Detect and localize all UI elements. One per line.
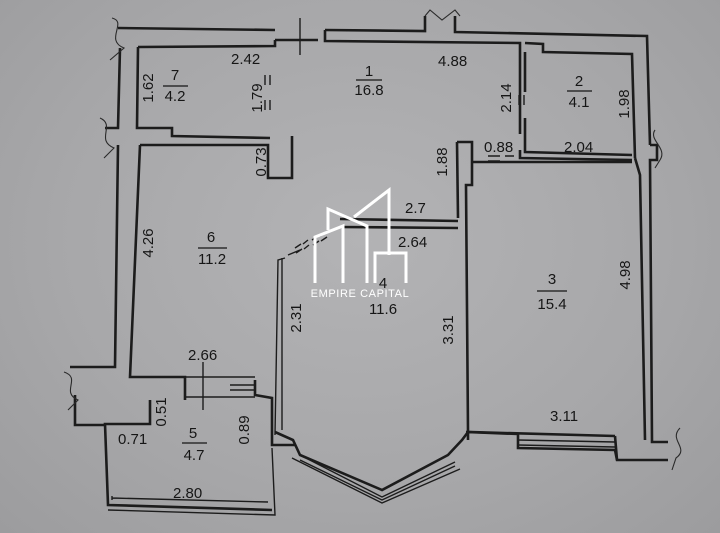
svg-text:4.2: 4.2	[165, 88, 186, 105]
watermark-text: EMPIRE CAPITAL	[311, 288, 410, 300]
svg-text:6: 6	[207, 229, 215, 246]
svg-text:2.31: 2.31	[288, 303, 305, 332]
svg-text:3.31: 3.31	[440, 315, 457, 344]
room-6-label: 6 11.2	[198, 229, 227, 268]
svg-text:0.71: 0.71	[118, 431, 147, 448]
svg-text:2: 2	[575, 73, 583, 90]
svg-text:2.42: 2.42	[231, 51, 260, 68]
door-marks	[264, 75, 525, 254]
svg-text:4.98: 4.98	[617, 260, 634, 289]
outer-walls	[70, 16, 668, 516]
svg-text:7: 7	[171, 67, 179, 84]
empire-capital-watermark: EMPIRE CAPITAL	[311, 186, 410, 300]
svg-text:4.1: 4.1	[569, 94, 590, 111]
svg-text:1: 1	[365, 63, 373, 80]
svg-text:5: 5	[189, 425, 197, 442]
dimension-labels: 2.42 1.62 1.79 0.73 4.88 2.14 1.98 0.88 …	[118, 51, 634, 502]
break-marks	[63, 9, 682, 471]
room-2-label: 2 4.1	[567, 73, 592, 111]
svg-text:1.62: 1.62	[140, 73, 157, 102]
svg-text:0.89: 0.89	[236, 415, 253, 444]
svg-text:4.7: 4.7	[184, 447, 205, 464]
svg-text:1.88: 1.88	[434, 147, 451, 176]
svg-text:11.2: 11.2	[198, 251, 226, 268]
svg-text:0.88: 0.88	[484, 139, 513, 156]
svg-text:2.04: 2.04	[564, 139, 593, 156]
svg-text:3.11: 3.11	[550, 408, 578, 425]
building-logo-icon	[313, 186, 408, 283]
interior-walls	[274, 52, 668, 504]
svg-text:15.4: 15.4	[537, 296, 566, 313]
svg-text:0.51: 0.51	[153, 397, 170, 426]
svg-text:0.73: 0.73	[253, 147, 270, 176]
room-4-label: 4 11.6	[369, 275, 397, 318]
svg-text:4.88: 4.88	[438, 53, 467, 70]
svg-text:2.80: 2.80	[173, 485, 202, 502]
room-5-label: 5 4.7	[182, 425, 207, 464]
svg-text:2.14: 2.14	[498, 83, 515, 112]
svg-text:4.26: 4.26	[140, 228, 157, 257]
svg-text:3: 3	[548, 271, 556, 288]
svg-text:2.66: 2.66	[188, 347, 217, 364]
svg-text:1.98: 1.98	[616, 89, 633, 118]
svg-text:11.6: 11.6	[369, 301, 397, 318]
svg-text:4: 4	[379, 275, 387, 292]
svg-text:16.8: 16.8	[354, 82, 383, 99]
room-7-label: 7 4.2	[163, 67, 188, 105]
svg-text:2.7: 2.7	[405, 200, 426, 217]
svg-text:1.79: 1.79	[249, 83, 266, 112]
svg-text:2.64: 2.64	[398, 234, 427, 251]
room-3-label: 3 15.4	[537, 271, 567, 313]
room-1-label: 1 16.8	[354, 63, 383, 99]
